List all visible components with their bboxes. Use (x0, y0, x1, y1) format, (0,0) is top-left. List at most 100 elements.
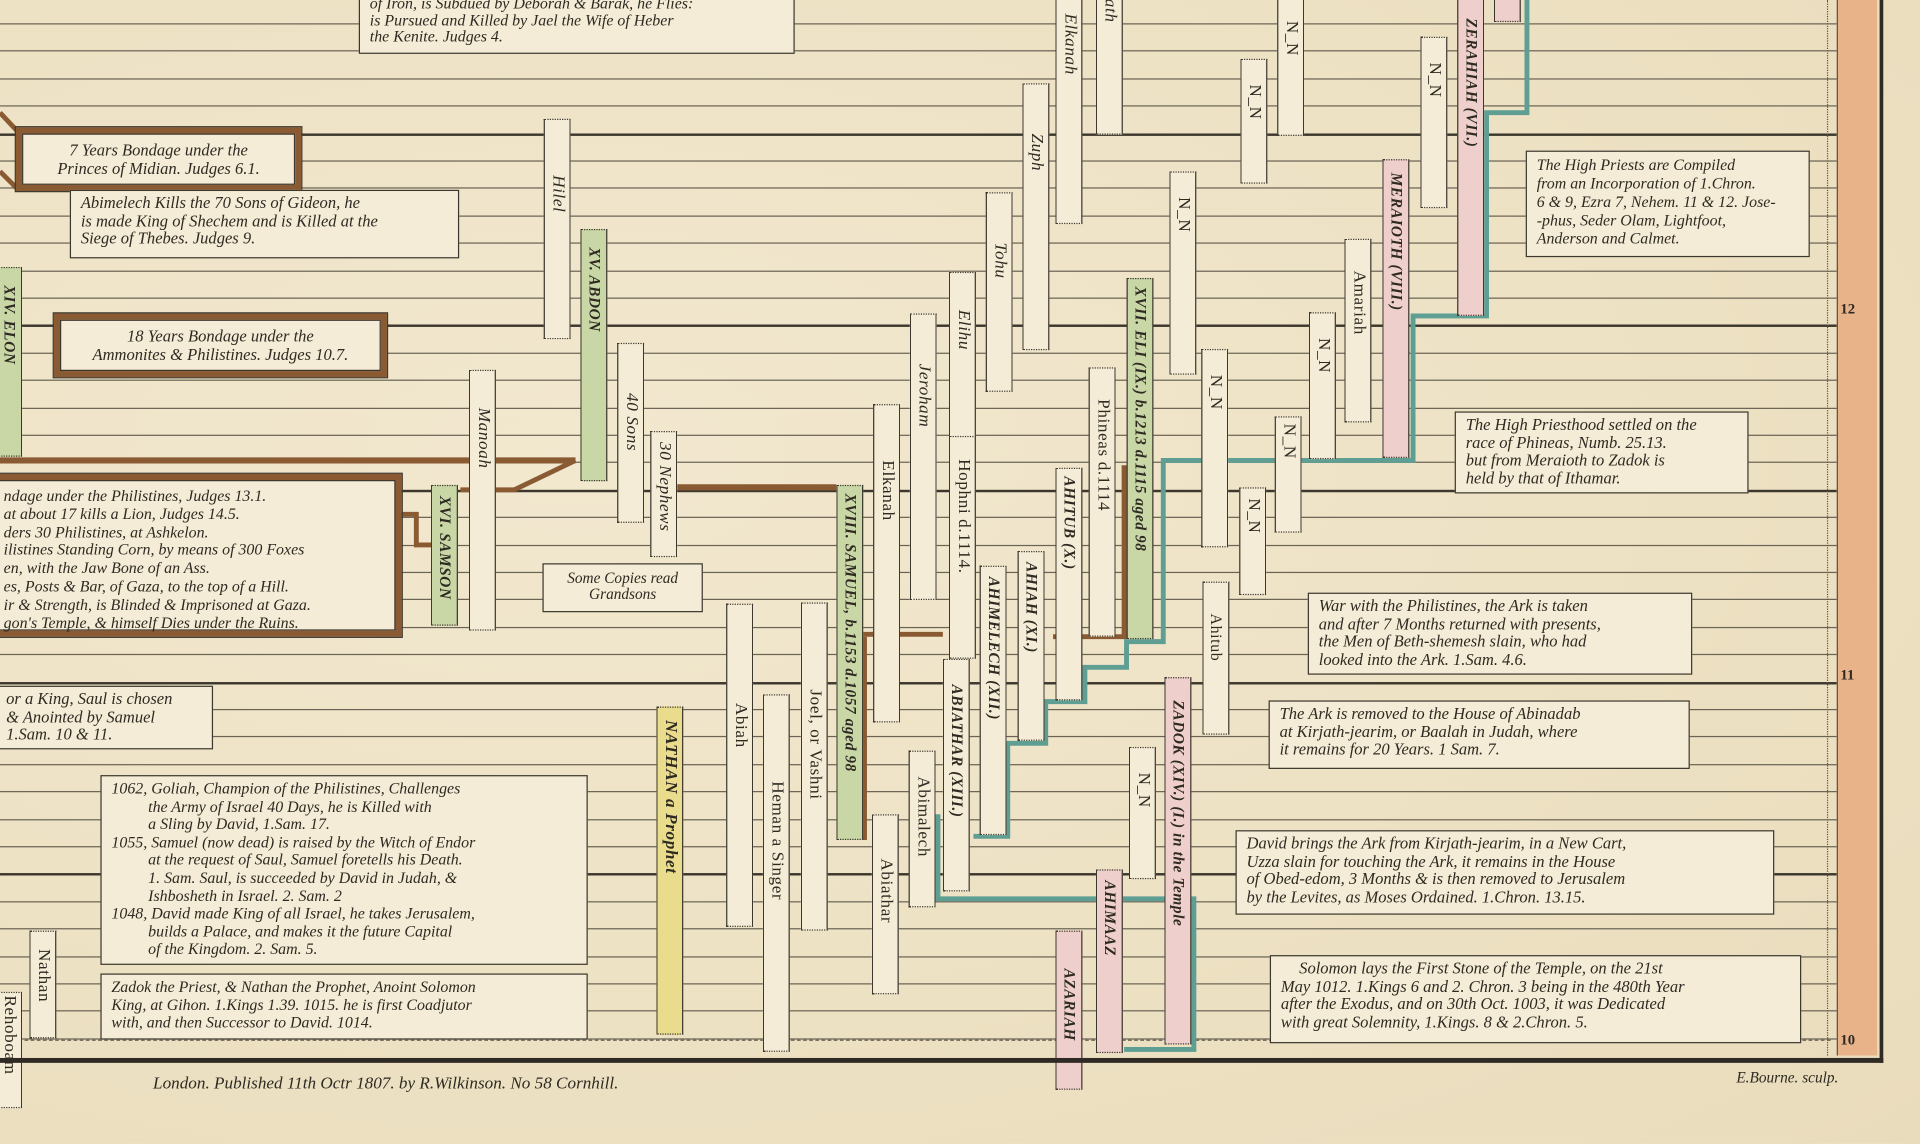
note-line: the Men of Beth-shemesh slain, who had (1318, 631, 1587, 651)
note-line: 1048, David made King of all Israel, he … (111, 903, 475, 923)
note-line: -phus, Seder Olam, Lightfoot, (1536, 210, 1726, 229)
bar-abiathar-high-priest: ABIATHAR (XIII.) (942, 658, 970, 892)
ruled-line (0, 215, 1837, 217)
scale-label: 10 (1840, 1031, 1856, 1049)
bar-elihu: Elihu (948, 271, 976, 444)
note-line: & Anointed by Samuel (6, 707, 156, 726)
bar-jeroham: Jeroham (909, 313, 937, 601)
bar-elkanah-upper: Elkanah (1055, 0, 1083, 225)
note-line: es, Posts & Bar, of Gaza, to the top of … (3, 576, 289, 596)
bar-abdon: XV. ABDON (580, 228, 608, 482)
note-ark-jerusalem: David brings the Ark from Kirjath-jearim… (1235, 830, 1775, 915)
bar-ahiah: AHIAH (XI.) (1017, 551, 1045, 741)
ruled-line (0, 133, 1837, 136)
bar-abiathar: Abiathar (871, 814, 899, 995)
note-line: ders 30 Philistines, at Ashkelon. (3, 522, 209, 541)
note-line: Zadok the Priest, & Nathan the Prophet, … (111, 977, 476, 996)
bar-ahimaaz: AHIMAAZ (1095, 869, 1123, 1054)
note-line: of Iron, is Subdued by Deborah & Barak, … (369, 0, 694, 13)
note-line: and after 7 Months returned with present… (1318, 614, 1601, 633)
ruled-line (0, 50, 1837, 52)
note-line: gon's Temple, & himself Dies under the R… (3, 612, 299, 632)
dashed-rule (0, 1039, 1831, 1041)
note-ammonite-bondage: 18 Years Bondage under the Ammonites & P… (52, 312, 389, 379)
bar-unnamed: N_N (1277, 0, 1305, 136)
bar-unnamed: N_N (1420, 36, 1448, 209)
note-line: is made King of Shechem and is Killed at… (80, 211, 378, 230)
bar-elkanah: Elkanah (873, 404, 901, 723)
note-line: with, and then Successor to David. 1014. (111, 1012, 373, 1032)
scale-label: 11 (1840, 666, 1855, 684)
note-line: 6 & 9, Ezra 7, Nehem. 11 & 12. Jose- (1536, 192, 1776, 211)
bar-unnamed: N_N (1239, 487, 1267, 596)
note-line: race of Phineas, Numb. 25.13. (1465, 432, 1667, 452)
note-line: King, at Gihon. 1.Kings 1.39. 1015. he i… (111, 994, 472, 1014)
ruled-line (0, 626, 1837, 629)
century-scale (1836, 0, 1878, 1056)
bar-zerahiah: ZERAHIAH (VII.) (1457, 0, 1485, 316)
note-line: 1.Sam. 10 & 11. (6, 724, 113, 744)
note-line: Some Copies read (567, 569, 679, 587)
bar-ahimelech: AHIMELECH (XII.) (979, 565, 1007, 836)
note-line: after the Exodus, and on 30th Oct. 1003,… (1280, 994, 1666, 1013)
note-line: en, with the Jaw Bone of an Ass. (3, 558, 210, 577)
note-grandsons: Some Copies read Grandsons (542, 563, 703, 613)
bar-unnamed: N_N (1240, 58, 1268, 184)
bar-unnamed: N_N (1201, 348, 1229, 548)
bar-hophni: Hophni d.1114. (948, 435, 976, 659)
note-line: builds a Palace, and makes it the future… (148, 921, 453, 941)
bar-30-nephews: 30 Nephews (650, 431, 678, 558)
note-line: Abimelech Kills the 70 Sons of Gideon, h… (80, 193, 360, 212)
bar-zuph: Zuph (1022, 83, 1050, 351)
bar-azariah: AZARIAH (1055, 930, 1083, 1090)
note-line: 1062, Goliah, Champion of the Philistine… (111, 778, 461, 798)
ruled-line (0, 105, 1837, 107)
note-samson: ndage under the Philistines, Judges 13.1… (0, 472, 403, 638)
note-line: but from Meraioth to Zadok is (1465, 450, 1665, 469)
frame-border-bottom (0, 1057, 1884, 1063)
bar-rehoboam: Rehoboam (0, 991, 23, 1109)
publisher-imprint: London. Published 11th Octr 1807. by R.W… (153, 1075, 619, 1094)
note-line: War with the Philistines, the Ark is tak… (1318, 596, 1588, 615)
ruled-line (0, 270, 1837, 272)
scale-dotted-rule (1826, 0, 1829, 1056)
bar-unnamed: N_N (1274, 416, 1302, 533)
bar-amariah: Amariah (1344, 238, 1372, 423)
bar-nathan: Nathan (29, 930, 57, 1039)
bar-ahitub: Ahitub (1202, 581, 1230, 735)
ruled-line (0, 983, 1837, 985)
note-line: is Pursued and Killed by Jael the Wife o… (369, 10, 674, 29)
note-line: it remains for 20 Years. 1 Sam. 7. (1279, 739, 1500, 758)
note-line: ilistines Standing Corn, by means of 300… (3, 540, 305, 559)
note-temple: Solomon lays the First Stone of the Temp… (1269, 955, 1802, 1044)
ruled-line (0, 242, 1837, 244)
bar-abimalech: Abimalech (908, 750, 936, 908)
ruled-line (0, 160, 1837, 162)
note-zadok-nathan: Zadok the Priest, & Nathan the Prophet, … (100, 973, 588, 1040)
note-line: a Sling by David, 1.Sam. 17. (148, 814, 330, 833)
bar-abiah: Abiah (726, 603, 754, 927)
priest-line (935, 814, 1197, 1052)
ruled-line (0, 297, 1837, 299)
note-line: the Army of Israel 40 Days, he is Killed… (148, 796, 432, 816)
bar-ahitub-high-priest: AHITUB (X.) (1055, 467, 1083, 701)
ruled-line (0, 23, 1837, 25)
note-line: at Kirjath-jearim, or Baalah in Judah, w… (1279, 721, 1578, 741)
bar-elon: XIV. ELON (0, 266, 23, 457)
note-line: May 1012. 1.Kings 6 and 2. Chron. 3 bein… (1280, 976, 1685, 995)
note-line: by the Levites, as Moses Ordained. 1.Chr… (1246, 887, 1586, 906)
note-line: the Kenite. Judges 4. (369, 26, 503, 46)
note-line: Princes of Midian. Judges 6.1. (57, 158, 260, 177)
bar-unnamed: N_N (1308, 312, 1336, 460)
bar-samson: XVI. SAMSON (431, 484, 458, 626)
bar-unnamed: N_N (1128, 746, 1156, 880)
note-high-priests: The High Priests are Compiled from an In… (1525, 150, 1810, 258)
bar-samuel: XVIII. SAMUEL, b.1153 d.1057 aged 98 (836, 484, 864, 841)
ruled-line (0, 735, 1837, 738)
judges-line (0, 110, 21, 134)
note-line: Siege of Thebes. Judges 9. (80, 228, 256, 248)
note-saul: or a King, Saul is chosen & Anointed by … (0, 685, 214, 750)
ruled-line (0, 78, 1837, 80)
note-line: from an Incorporation of 1.Chron. (1536, 173, 1756, 193)
